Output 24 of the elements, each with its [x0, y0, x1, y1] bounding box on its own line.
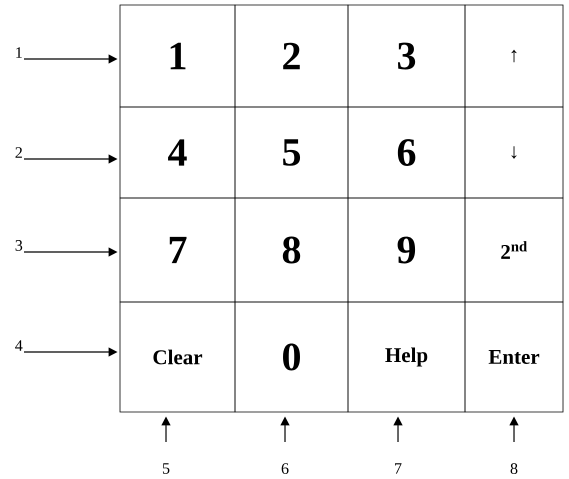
- keypad-key: Enter: [464, 302, 564, 412]
- keypad-key: 2$^{nd}$: [464, 198, 564, 302]
- row-number: 3: [16, 240, 22, 251]
- keypad-key: 3: [348, 4, 466, 108]
- keypad-key: 5: [234, 106, 348, 198]
- column-number: 6: [282, 463, 289, 474]
- row-number: 1: [16, 47, 22, 58]
- keypad-key: ↓: [464, 106, 564, 198]
- keypad-key: 9: [348, 198, 466, 302]
- keypad-key: ↑: [464, 4, 564, 108]
- row-number: 4: [15, 340, 23, 351]
- column-number: 5: [162, 463, 170, 474]
- keypad-key: 2: [234, 4, 348, 108]
- keypad-key: 7: [120, 198, 236, 302]
- keypad-key: 8: [234, 198, 348, 302]
- keypad-key: 6: [348, 106, 466, 198]
- keypad-key: Help: [348, 302, 466, 412]
- row-number: 2: [16, 147, 22, 158]
- keypad-key: 1: [120, 4, 236, 108]
- keypad-key: 4: [120, 106, 236, 198]
- keypad-key: Clear: [120, 302, 236, 412]
- keypad-key: 0: [234, 302, 348, 412]
- column-number: 8: [510, 463, 518, 474]
- column-number: 7: [395, 463, 402, 474]
